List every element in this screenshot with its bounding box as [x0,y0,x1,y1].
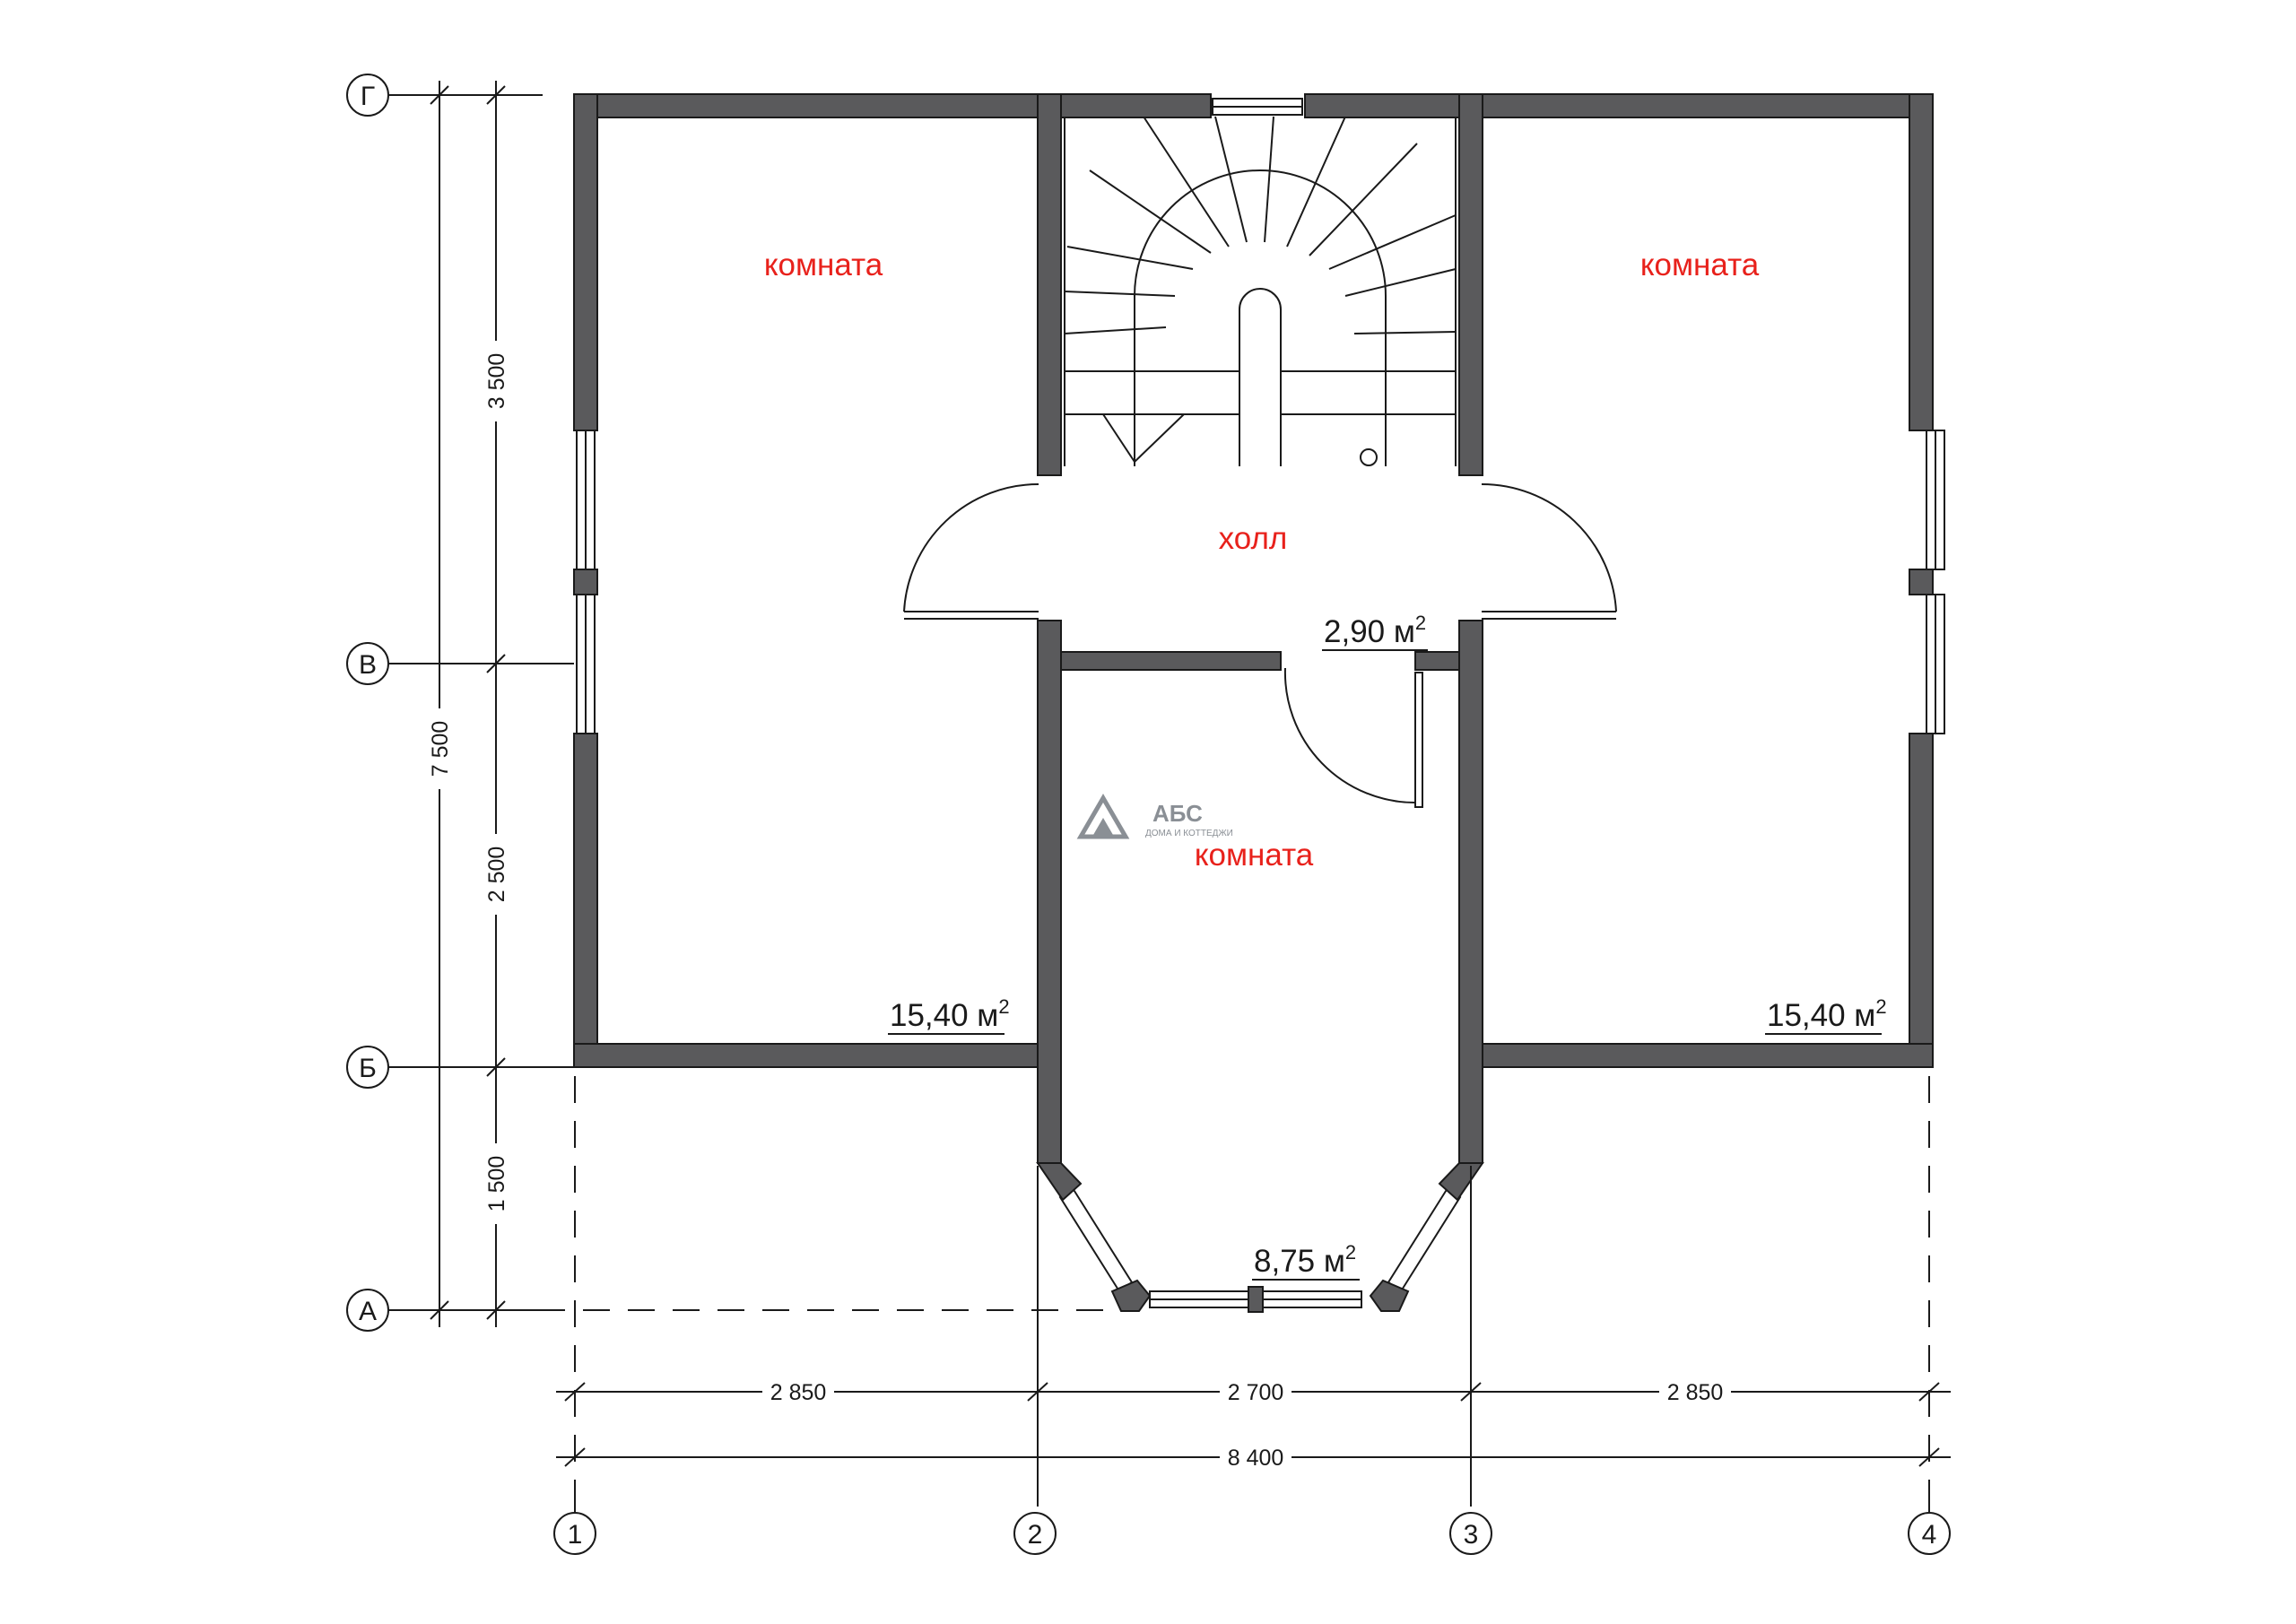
dimension-labels: 2 850 2 700 2 850 8 400 [762,1378,1731,1471]
axis-label-4: 4 [1922,1520,1937,1550]
area-labels: 15,40 м2 15,40 м2 2,90 м2 8,75 м2 [888,612,1887,1281]
axis-bubbles [346,74,1951,1555]
staircase [1064,116,1457,466]
area-room-left: 15,40 м2 [890,995,1010,1033]
axis-label-a: А [359,1297,377,1326]
dim-label-1: 2 850 [770,1380,827,1405]
dim-label-v1: 3 500 [484,353,509,410]
dim-label-total-h: 8 400 [1228,1446,1284,1471]
area-room-right: 15,40 м2 [1767,995,1887,1033]
vertical-dimension-labels: 3 500 2 500 1 500 7 500 [427,341,509,1224]
col-axis-labels: 1 2 3 4 [568,1520,1937,1550]
axis-label-1: 1 [568,1520,583,1550]
room-label-hall: холл [1219,521,1288,556]
dim-label-3: 2 850 [1667,1380,1724,1405]
axis-lines [387,94,1930,1513]
axis-label-2: 2 [1028,1520,1043,1550]
room-labels: комната комната холл комната [764,248,1760,873]
logo-tagline: ДОМА И КОТТЕДЖИ [1145,829,1233,838]
company-logo: АБС ДОМА И КОТТЕДЖИ [1076,794,1233,839]
dimension-lines [430,81,1951,1467]
area-room-center: 8,75 м2 [1254,1241,1356,1279]
row-axis-labels: Г В Б А [359,82,377,1326]
dim-label-v2: 2 500 [484,847,509,903]
axis-label-g: Г [361,82,375,111]
axis-label-v: В [359,650,377,680]
walls [573,93,1934,1313]
room-label-center: комната [1195,838,1314,873]
door-swings [903,482,1617,808]
room-label-right: комната [1640,248,1760,282]
logo-mark-icon [1076,794,1130,839]
room-label-left: комната [764,248,883,282]
axis-label-3: 3 [1464,1520,1479,1550]
dim-label-2: 2 700 [1228,1380,1284,1405]
area-hall: 2,90 м2 [1324,612,1426,649]
dim-label-total-v: 7 500 [428,721,453,777]
dim-label-v3: 1 500 [484,1156,509,1212]
axis-label-b: Б [359,1054,377,1083]
logo-name: АБС [1152,800,1203,827]
